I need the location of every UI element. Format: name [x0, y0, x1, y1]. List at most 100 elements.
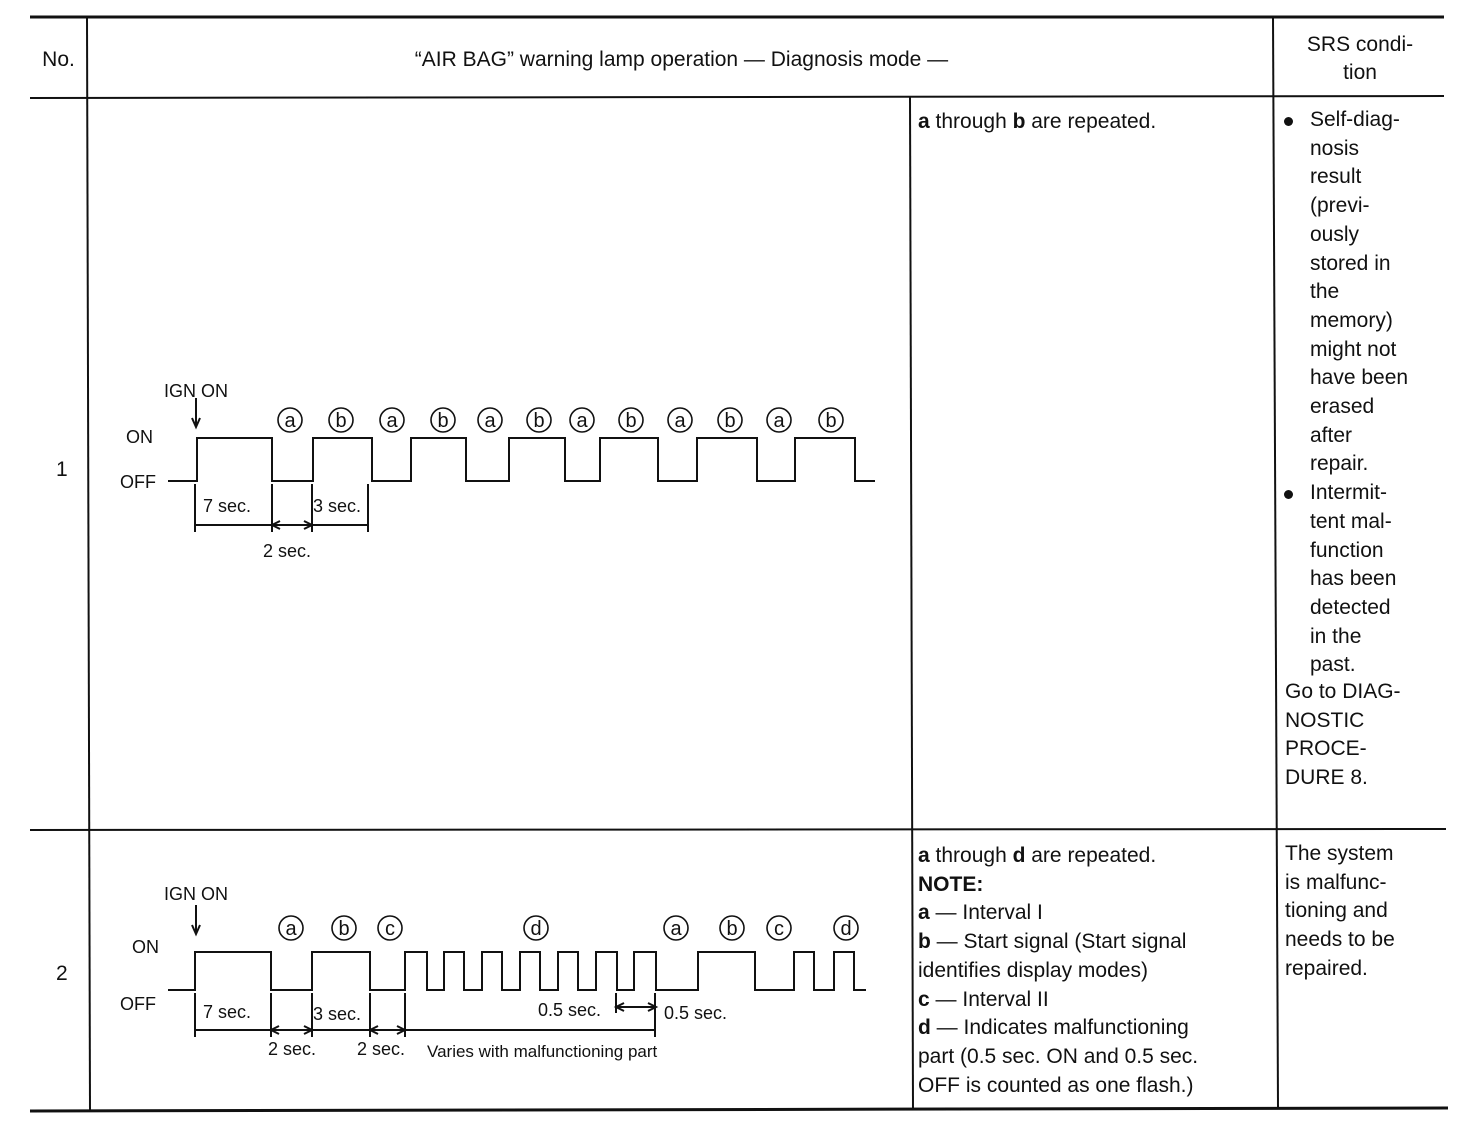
row1-marker-label-5: a [484, 410, 496, 432]
row1-marker-label-3: a [386, 410, 398, 432]
row1-marker-circle-3 [379, 407, 405, 433]
header-no: No. [42, 48, 75, 71]
row1-desc-b: b [1012, 110, 1026, 133]
row2-marker-label-6: b [726, 918, 737, 940]
row2-note-item-2: b — Start signal (Start signal [918, 930, 1187, 954]
row2-srs-text: The system is malfunc-tioning and needs to… [1285, 840, 1395, 984]
row2-dim-05sec-b: 0.5 sec. [664, 1003, 727, 1023]
row1-marker-label-4: b [437, 410, 448, 432]
row2-note-item-5: d — Indicates malfunctioning [918, 1016, 1189, 1040]
row2-signal-waveform [168, 951, 866, 991]
row2-marker-circle-8 [833, 915, 859, 941]
row1-marker-label-9: a [674, 410, 686, 432]
row2-desc-mid: through [929, 844, 1013, 867]
row2-off-label: OFF [120, 994, 156, 1014]
row1-marker-circle-6 [526, 407, 552, 433]
row1-timing-diagram: IGN ON ON OFF 7 sec. 3 sec. 2 sec. a b a b a… [120, 381, 875, 561]
row1-srs-b1-text: Self-diag- nosis result (previ- ously st… [1310, 108, 1409, 476]
row2-marker-circle-1 [278, 915, 304, 941]
row2-marker-circle-7 [766, 915, 792, 941]
row2-srs-line-1: The system [1285, 842, 1394, 865]
row1-srs-bullet-1: Self-diag- nosis result (previ- ously st… [1284, 106, 1408, 479]
row2-ign-on-label: IGN ON [164, 884, 228, 904]
row2-srs-line-5: repaired. [1285, 956, 1368, 980]
row2-on-label: ON [132, 937, 159, 957]
row2-marker-label-7: c [774, 918, 784, 940]
row1-marker-circle-11 [766, 407, 792, 433]
row2-varies-label: Varies with malfunctioning part [427, 1042, 658, 1061]
row1-marker-label-8: b [625, 410, 636, 432]
row2-srs-line-3: tioning and [1285, 899, 1388, 923]
row1-marker-label-2: b [335, 410, 346, 432]
bullet-icon [1284, 117, 1293, 126]
row1-srs-bullets: Self-diag- nosis result (previ- ously st… [1284, 106, 1408, 680]
row2-marker-circle-5 [663, 915, 689, 941]
row1-marker-circle-12 [818, 407, 844, 433]
row1-off-label: OFF [120, 472, 156, 492]
row1-marker-circle-8 [618, 407, 644, 433]
row2-desc-line1: a through d are repeated. [918, 842, 1198, 871]
row2-note-item-3: identifies display modes) [918, 958, 1148, 982]
row1-desc-mid: through [929, 110, 1013, 133]
row1-marker-circle-7 [569, 407, 595, 433]
row1-marker-circle-9 [667, 407, 693, 433]
row1-marker-circle-2 [328, 407, 354, 433]
row2-marker-label-1: a [285, 918, 297, 940]
row2-srs-line-4: needs to be [1285, 928, 1395, 952]
row1-marker-label-10: b [724, 410, 735, 432]
row1-marker-label-11: a [773, 410, 785, 432]
row2-note-label: NOTE: [918, 872, 984, 896]
row1-number: 1 [56, 458, 68, 481]
row1-marker-label-7: a [576, 410, 588, 432]
row1-dim-7sec: 7 sec. [203, 496, 251, 516]
row1-desc-a: a [918, 110, 930, 133]
row1-srs-b2-text: Intermit- tent mal- function has been de… [1310, 481, 1397, 677]
row2-dim-2sec-a: 2 sec. [268, 1039, 316, 1059]
row2-dim-3sec: 3 sec. [313, 1004, 361, 1024]
row1-signal-waveform [168, 437, 875, 482]
row1-marker-label-1: a [284, 410, 296, 432]
row1-dim-2sec: 2 sec. [263, 541, 311, 561]
row2-marker-circle-4 [523, 915, 549, 941]
row2-srs-line-2: is malfunc- [1285, 870, 1387, 894]
row1-on-label: ON [126, 427, 153, 447]
row1-srs-bullet-2: Intermit- tent mal- function has been de… [1284, 479, 1408, 680]
row1-marker-circle-10 [717, 407, 743, 433]
row1-ign-on-label: IGN ON [164, 381, 228, 401]
row2-marker-label-4: d [530, 918, 541, 940]
row2-dim-2sec-b: 2 sec. [357, 1039, 405, 1059]
row2-desc-tail: are repeated. [1025, 844, 1157, 867]
row2-note-item-4: c — Interval II [918, 987, 1049, 1011]
row2-marker-circle-2 [331, 915, 357, 941]
row1-marker-label-12: b [825, 410, 836, 432]
row2-number: 2 [56, 962, 68, 985]
row2-dim-05sec-a: 0.5 sec. [538, 1000, 601, 1020]
row1-marker-circle-4 [430, 407, 456, 433]
row2-desc-d: d [1012, 844, 1026, 867]
row1-srs-go-to: Go to DIAG- NOSTIC PROCE- DURE 8. [1285, 680, 1401, 790]
row1-dim-3sec: 3 sec. [313, 496, 361, 516]
row2-note-item-6: part (0.5 sec. ON and 0.5 sec. [918, 1044, 1199, 1068]
row2-desc-a: a [918, 844, 930, 867]
row2-marker-circle-6 [719, 915, 745, 941]
row1-marker-label-6: b [533, 410, 544, 432]
row1-description: a through b are repeated. [918, 108, 1156, 137]
row2-marker-circle-3 [377, 915, 403, 941]
row1-marker-circle-5 [477, 407, 503, 433]
row2-marker-label-2: b [338, 918, 349, 940]
header-srs-line2: tion [1343, 61, 1377, 84]
bullet-icon [1284, 490, 1293, 500]
row2-note-item-7: OFF is counted as one flash.) [918, 1073, 1194, 1097]
row2-dim-7sec: 7 sec. [203, 1002, 251, 1022]
row1-marker-circle-1 [277, 407, 303, 433]
row2-marker-label-5: a [670, 918, 682, 940]
row1-desc-tail: are repeated. [1025, 110, 1157, 133]
row2-timing-diagram: IGN ON ON OFF 7 sec. 3 sec. 2 sec. 2 sec… [120, 884, 866, 1061]
header-srs-line1: SRS condi- [1306, 33, 1414, 56]
row2-description: a through d are repeated. NOTE: a — Inte… [918, 842, 1198, 1100]
